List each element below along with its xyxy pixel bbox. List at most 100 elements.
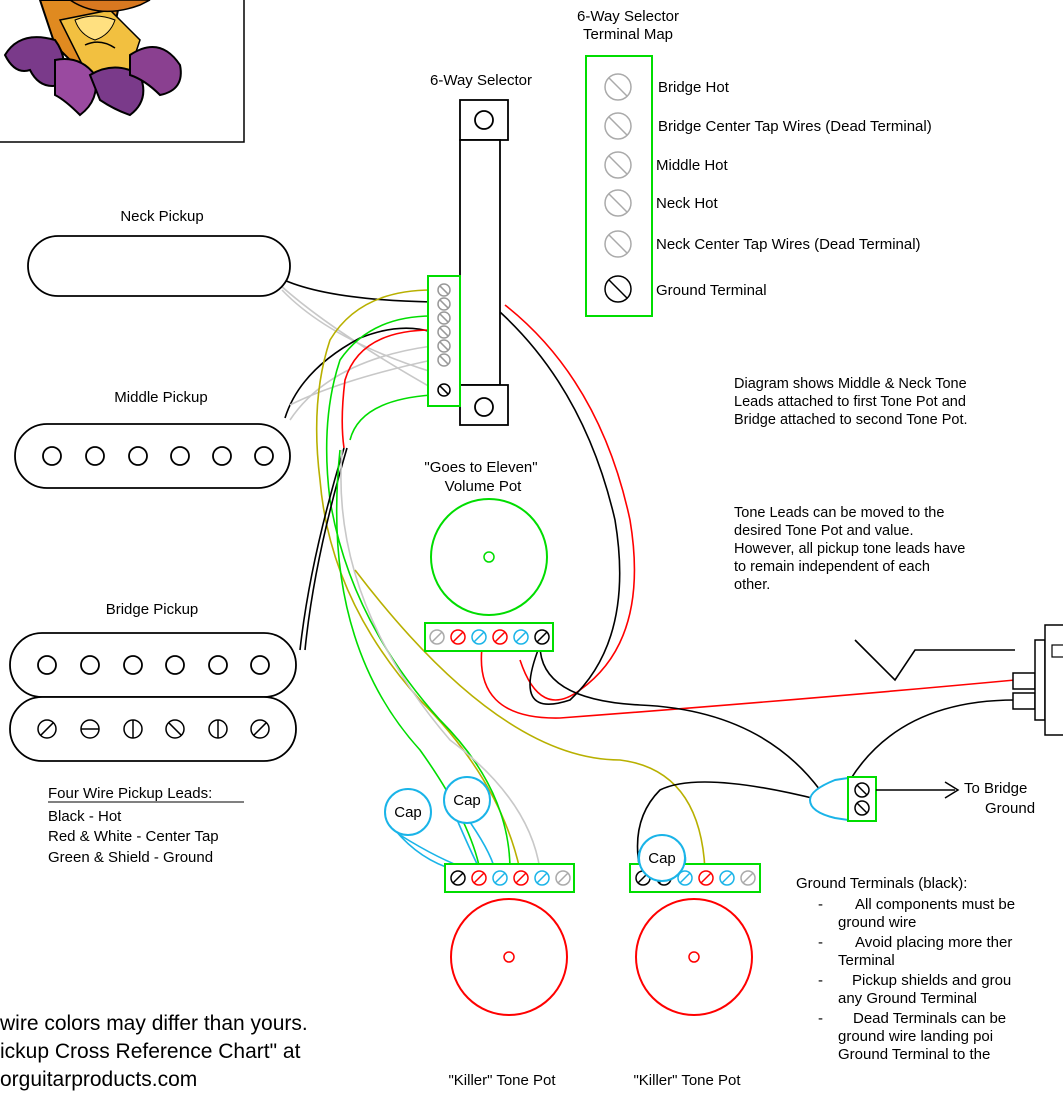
bottom-note-2: ickup Cross Reference Chart" at: [0, 1040, 301, 1063]
ground-block-terminal-1: [854, 782, 870, 798]
ground-note-4a: Dead Terminals can be: [853, 1010, 1007, 1027]
capacitors: [384, 776, 686, 882]
map-terminal-4: [604, 189, 632, 217]
tone-pot-2-label: "Killer" Tone Pot: [633, 1072, 741, 1089]
terminal-map-title-1: 6-Way Selector: [577, 8, 679, 25]
middle-pole-5: [212, 446, 232, 466]
middle-pole-1: [42, 446, 62, 466]
bridge-screw-4: [165, 719, 185, 739]
volume-terminal-2: [450, 629, 466, 645]
lead-green-shield: Green & Shield - Ground: [48, 849, 214, 866]
tone-note: Tone Leads can be moved to the desired T…: [734, 505, 966, 593]
tone-pot-1: [444, 863, 575, 1016]
selector-title: 6-Way Selector: [430, 72, 532, 89]
map-terminal-1: [604, 73, 632, 101]
volume-terminal-4: [492, 629, 508, 645]
terminal-middle-hot: Middle Hot: [656, 157, 728, 174]
ground-note-2a: Avoid placing more ther: [855, 934, 1013, 951]
volume-pot-label-1: "Goes to Eleven": [424, 459, 538, 476]
ground-note-2b: Terminal: [838, 952, 895, 969]
terminal-neck-hot: Neck Hot: [656, 195, 718, 212]
tone-pot-2: [629, 863, 761, 1016]
tone1-terminal-3: [492, 870, 508, 886]
bridge-pole-5: [208, 655, 228, 675]
ground-block-terminal-2: [854, 800, 870, 816]
lead-black: Black - Hot: [48, 808, 122, 825]
bridge-pole-1: [37, 655, 57, 675]
selector-terminal-3: [437, 311, 451, 325]
to-bridge-label: To Bridge: [964, 780, 1028, 797]
map-ground-terminal: [604, 275, 632, 303]
bridge-pickup: [9, 632, 297, 762]
tone2-terminal-5: [719, 870, 735, 886]
bottom-note-3: orguitarproducts.com: [0, 1068, 198, 1091]
terminal-neck-center-tap: Neck Center Tap Wires (Dead Terminal): [656, 236, 921, 253]
selector-terminal-6: [437, 353, 451, 367]
ground-note-1b: ground wire: [838, 914, 917, 931]
volume-pot: [424, 498, 554, 652]
middle-pole-4: [170, 446, 190, 466]
terminal-bridge-center-tap: Bridge Center Tap Wires (Dead Terminal): [658, 118, 932, 135]
tone2-terminal-6: [740, 870, 756, 886]
selector-terminal-4: [437, 325, 451, 339]
ground-dash-2: -: [818, 934, 823, 951]
leads-title: Four Wire Pickup Leads:: [48, 785, 213, 802]
map-terminal-5: [604, 230, 632, 258]
terminal-ground: Ground Terminal: [656, 282, 767, 299]
tone1-terminal-6: [555, 870, 571, 886]
ground-dash-3: -: [818, 972, 823, 989]
bridge-pole-6: [250, 655, 270, 675]
tone1-terminal-1: [450, 870, 466, 886]
six-way-selector: [427, 99, 509, 426]
middle-pole-2: [85, 446, 105, 466]
tone-pot-1-label: "Killer" Tone Pot: [448, 1072, 556, 1089]
map-terminal-3: [604, 151, 632, 179]
bridge-screw-6: [250, 719, 270, 739]
bridge-pole-2: [80, 655, 100, 675]
cap-3-label: Cap: [648, 850, 676, 867]
ground-block: [808, 776, 960, 822]
bridge-pole-3: [123, 655, 143, 675]
middle-pole-3: [128, 446, 148, 466]
wires: [279, 279, 1016, 881]
ground-note-3b: any Ground Terminal: [838, 990, 977, 1007]
logo: [0, 0, 245, 143]
terminal-bridge-hot: Bridge Hot: [658, 79, 729, 96]
ground-note-3a: Pickup shields and grou: [852, 972, 1012, 989]
selector-ground-terminal: [437, 383, 451, 397]
tone1-terminal-5: [534, 870, 550, 886]
terminal-map-title-2: Terminal Map: [582, 26, 674, 43]
volume-terminal-6: [534, 629, 550, 645]
middle-pickup-label: Middle Pickup: [114, 389, 208, 406]
tone1-terminal-2: [471, 870, 487, 886]
volume-terminal-3: [471, 629, 487, 645]
bridge-screw-1: [37, 719, 57, 739]
ground-note-4b: ground wire landing poi: [838, 1028, 994, 1045]
map-terminal-2: [604, 112, 632, 140]
volume-terminal-5: [513, 629, 529, 645]
bottom-note-1: wire colors may differ than yours.: [0, 1012, 308, 1035]
ground-note-4c: Ground Terminal to the: [838, 1046, 991, 1063]
ground-dash-4: -: [818, 1010, 823, 1027]
neck-pickup: [27, 235, 291, 297]
selector-terminal-1: [437, 283, 451, 297]
bridge-pole-4: [165, 655, 185, 675]
bridge-pickup-label: Bridge Pickup: [105, 601, 199, 618]
cap-2-label: Cap: [453, 792, 481, 809]
output-jack: [1012, 624, 1063, 736]
neck-pickup-label: Neck Pickup: [120, 208, 204, 225]
ground-note-1a: All components must be: [855, 896, 1016, 913]
terminal-map: [585, 55, 653, 317]
volume-terminal-1: [429, 629, 445, 645]
bridge-screw-2: [80, 719, 100, 739]
ground-notes-title: Ground Terminals (black):: [796, 875, 968, 892]
volume-pot-label-2: Volume Pot: [444, 478, 522, 495]
diagram-note: Diagram shows Middle & Neck Tone Leads a…: [734, 376, 968, 428]
cap-1-label: Cap: [394, 804, 422, 821]
middle-pickup: [14, 423, 291, 489]
middle-pole-6: [254, 446, 274, 466]
selector-terminal-2: [437, 297, 451, 311]
bridge-screw-3: [123, 719, 143, 739]
ground-label: Ground: [985, 800, 1036, 817]
